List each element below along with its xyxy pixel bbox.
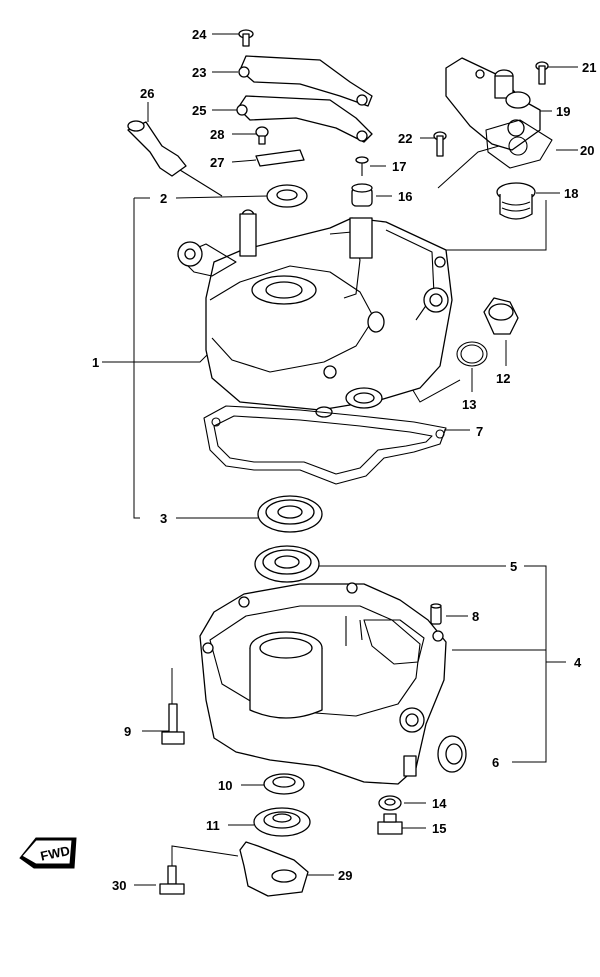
fwd-label: FWD: [39, 843, 71, 864]
hose-26: [127, 120, 223, 197]
callout-9: 9: [124, 724, 131, 739]
plate-27: [255, 149, 305, 167]
callout-4: 4: [574, 655, 582, 670]
callout-27: 27: [210, 155, 224, 170]
callout-20: 20: [580, 143, 594, 158]
callout-labels: 24 23 25 26 28 27 2 17 16 21 19 22 20 18…: [92, 27, 596, 893]
thermostat-cover-19: [445, 57, 541, 151]
callout-13: 13: [462, 397, 476, 412]
fwd-arrow-icon: FWD: [19, 837, 77, 869]
bracket-29: [239, 841, 309, 897]
callout-30: 30: [112, 878, 126, 893]
collar-16: [351, 183, 373, 207]
seal-10: [263, 773, 305, 795]
bolt-22: [433, 131, 447, 157]
bearing-3: [257, 495, 323, 533]
callout-22: 22: [398, 131, 412, 146]
bracket-upper: [238, 55, 373, 107]
callout-5: 5: [510, 559, 517, 574]
bolt-24: [238, 29, 254, 47]
callout-16: 16: [398, 189, 412, 204]
pin-8: [430, 603, 442, 625]
bolt-21: [535, 61, 549, 85]
plug-12: [483, 297, 519, 335]
callout-15: 15: [432, 821, 446, 836]
callout-10: 10: [218, 778, 232, 793]
bolt-28: [255, 126, 269, 145]
washer-14: [378, 795, 402, 811]
crankcase-4: [199, 582, 447, 785]
callout-3: 3: [160, 511, 167, 526]
callout-18: 18: [564, 186, 578, 201]
callout-28: 28: [210, 127, 224, 142]
callout-29: 29: [338, 868, 352, 883]
callout-23: 23: [192, 65, 206, 80]
gasket-20: [485, 119, 553, 169]
leader-lines: [102, 33, 578, 886]
callout-26: 26: [140, 86, 154, 101]
bolt-9: [161, 703, 185, 745]
callout-24: 24: [192, 27, 207, 42]
cap-11: [253, 807, 311, 837]
callout-6: 6: [492, 755, 499, 770]
callout-8: 8: [472, 609, 479, 624]
screw-17: [355, 156, 369, 176]
gasket-7: [203, 405, 447, 485]
callout-21: 21: [582, 60, 596, 75]
callout-1: 1: [92, 355, 99, 370]
callout-12: 12: [496, 371, 510, 386]
callout-25: 25: [192, 103, 206, 118]
callout-11: 11: [206, 818, 220, 833]
plug-15: [377, 813, 403, 835]
callout-2: 2: [160, 191, 167, 206]
callout-19: 19: [556, 104, 570, 119]
bearing-5: [254, 545, 320, 583]
bracket-lower: [236, 95, 373, 143]
callout-14: 14: [432, 796, 447, 811]
bolt-30: [159, 865, 185, 895]
cylinder-head-1: [177, 209, 453, 418]
thermostat-18: [496, 182, 536, 220]
callout-7: 7: [476, 424, 483, 439]
seal-2: [266, 184, 308, 208]
callout-17: 17: [392, 159, 406, 174]
seal-6: [437, 735, 467, 773]
o-ring-13: [456, 341, 488, 367]
